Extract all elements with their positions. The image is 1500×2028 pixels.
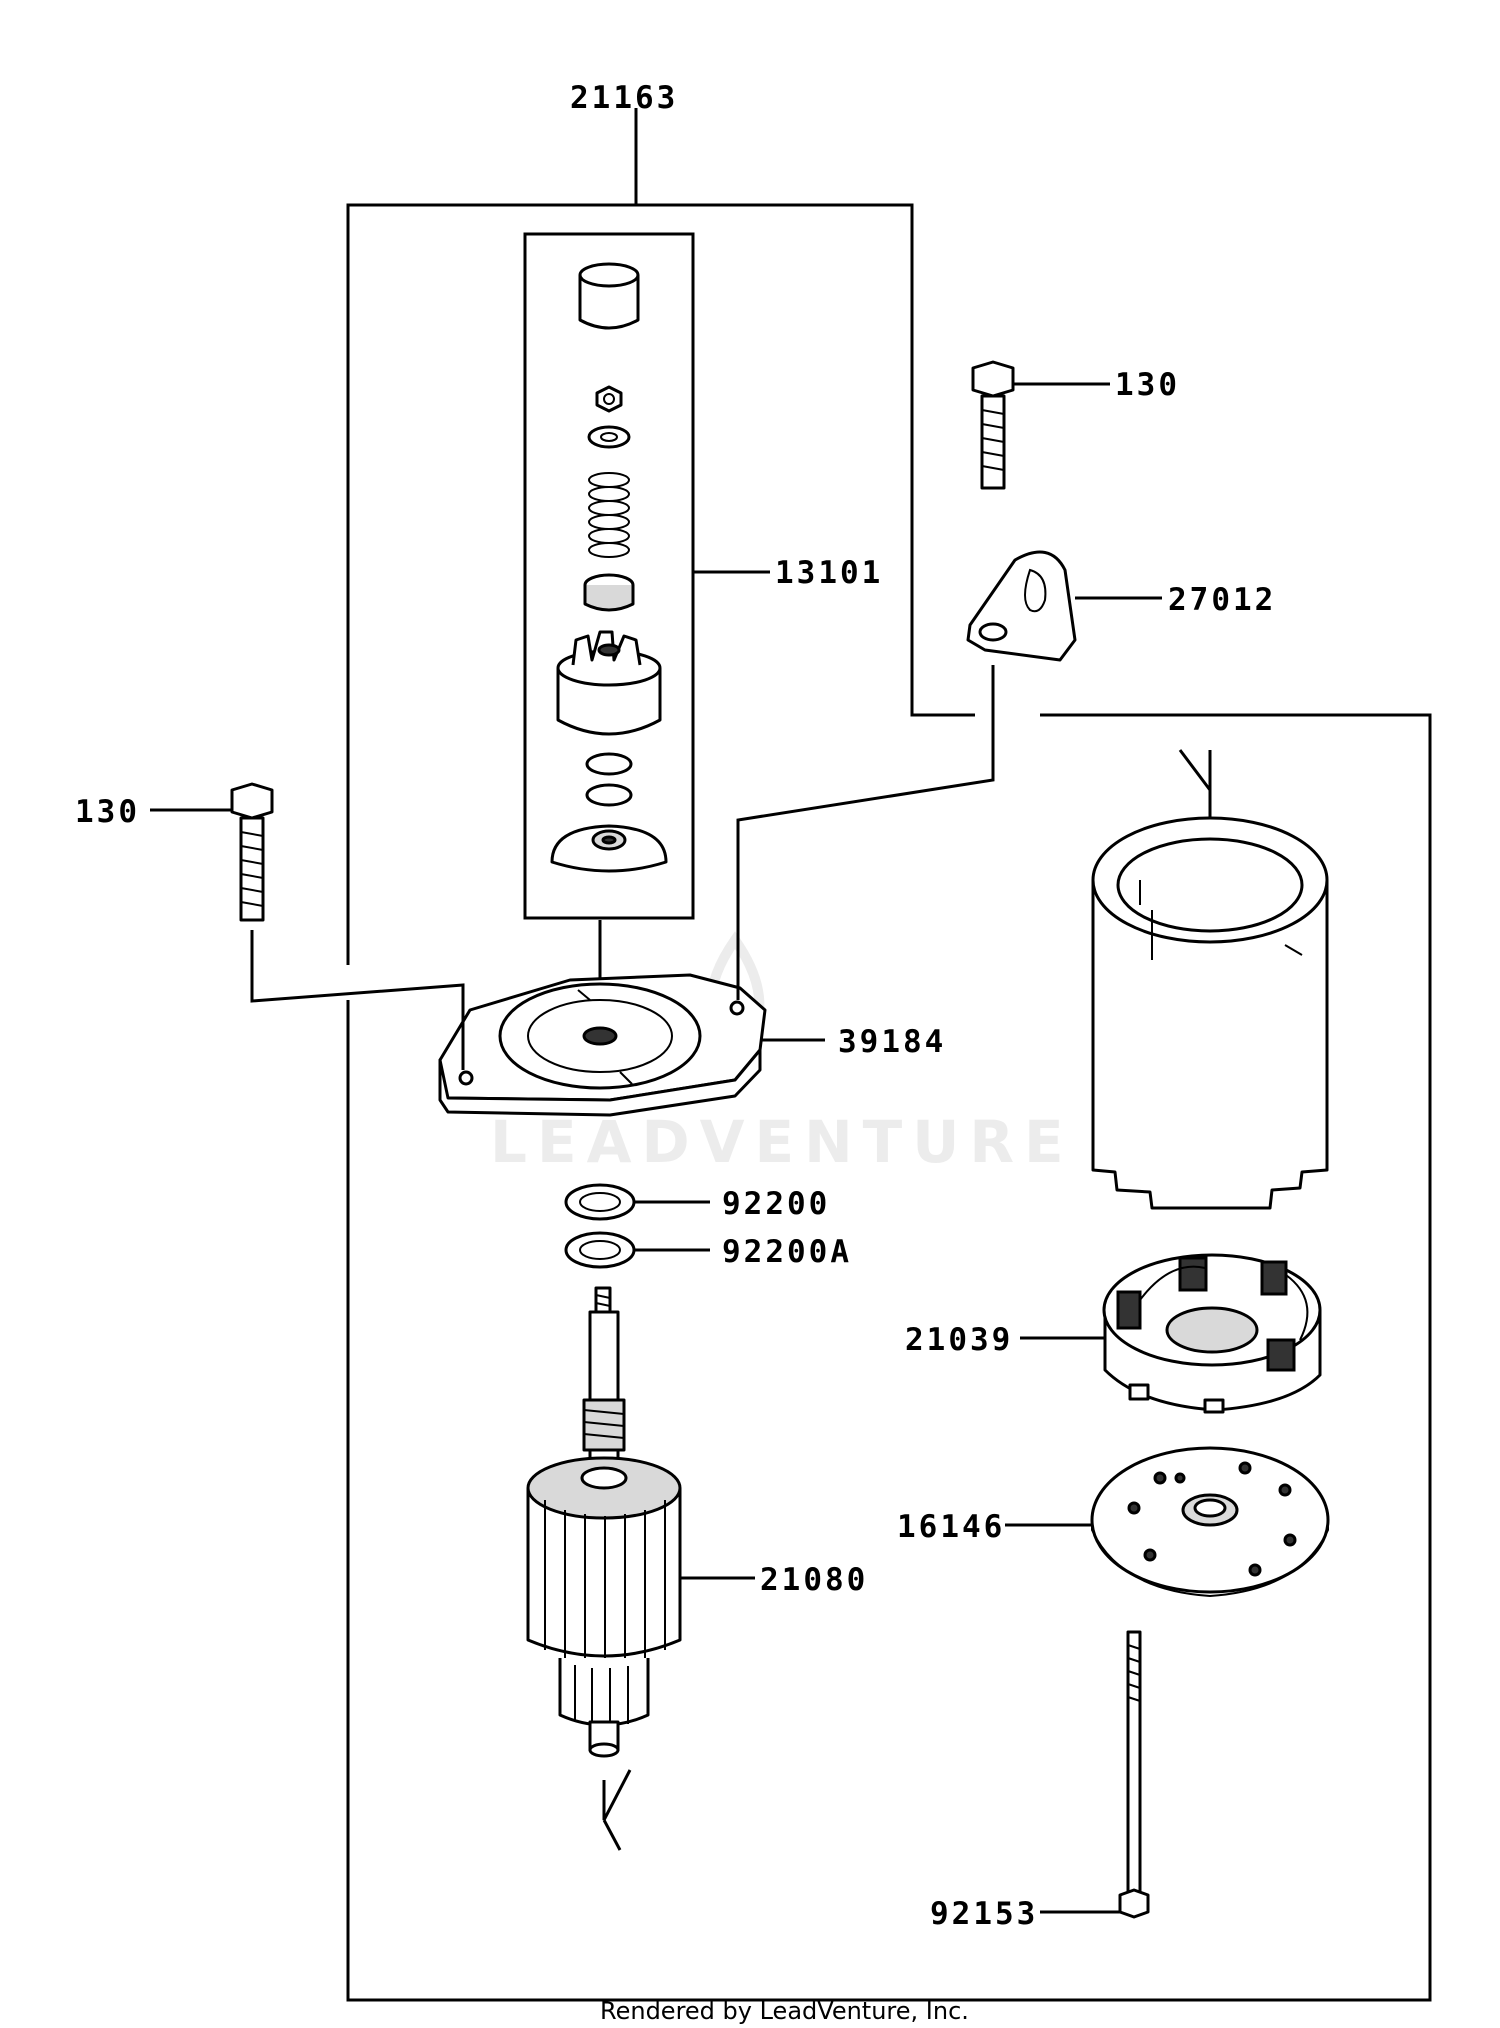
- drive-kit-box: [523, 232, 695, 920]
- label-39184: 39184: [838, 1024, 946, 1060]
- bolt-left: [230, 782, 274, 922]
- nut: [595, 385, 623, 413]
- label-130-right: 130: [1115, 367, 1180, 403]
- washers: [564, 1183, 636, 1269]
- bolt-right: [971, 360, 1015, 490]
- leadventure-watermark: LEADVENTURE: [490, 931, 1074, 1176]
- brush-holder: [1102, 1253, 1322, 1414]
- label-27012: 27012: [1168, 582, 1276, 618]
- label-21080: 21080: [760, 1562, 868, 1598]
- front-bracket: [438, 973, 767, 1117]
- label-16146: 16146: [897, 1509, 1005, 1545]
- watermark-text: LEADVENTURE: [490, 1108, 1074, 1176]
- drive-kit-parts: [550, 262, 668, 873]
- stop-collar: [578, 275, 640, 330]
- assembly-outline: [346, 108, 1432, 2002]
- leader-lines: [150, 382, 1162, 1914]
- spring: [588, 472, 630, 558]
- label-92200: 92200: [722, 1186, 830, 1222]
- pinion-gear: [556, 630, 662, 736]
- mounting-bracket: [966, 550, 1077, 662]
- label-92153: 92153: [930, 1896, 1038, 1932]
- label-21163: 21163: [570, 80, 678, 116]
- armature: [526, 1286, 682, 1851]
- footer-credit: Rendered by LeadVenture, Inc.: [600, 1997, 969, 2025]
- label-21039: 21039: [905, 1322, 1013, 1358]
- label-13101: 13101: [775, 555, 883, 591]
- label-130-left: 130: [75, 794, 140, 830]
- through-bolt: [1118, 1630, 1150, 1919]
- end-cover: [1090, 1446, 1330, 1598]
- label-92200a: 92200A: [722, 1234, 852, 1270]
- yoke-housing: [1091, 749, 1329, 1210]
